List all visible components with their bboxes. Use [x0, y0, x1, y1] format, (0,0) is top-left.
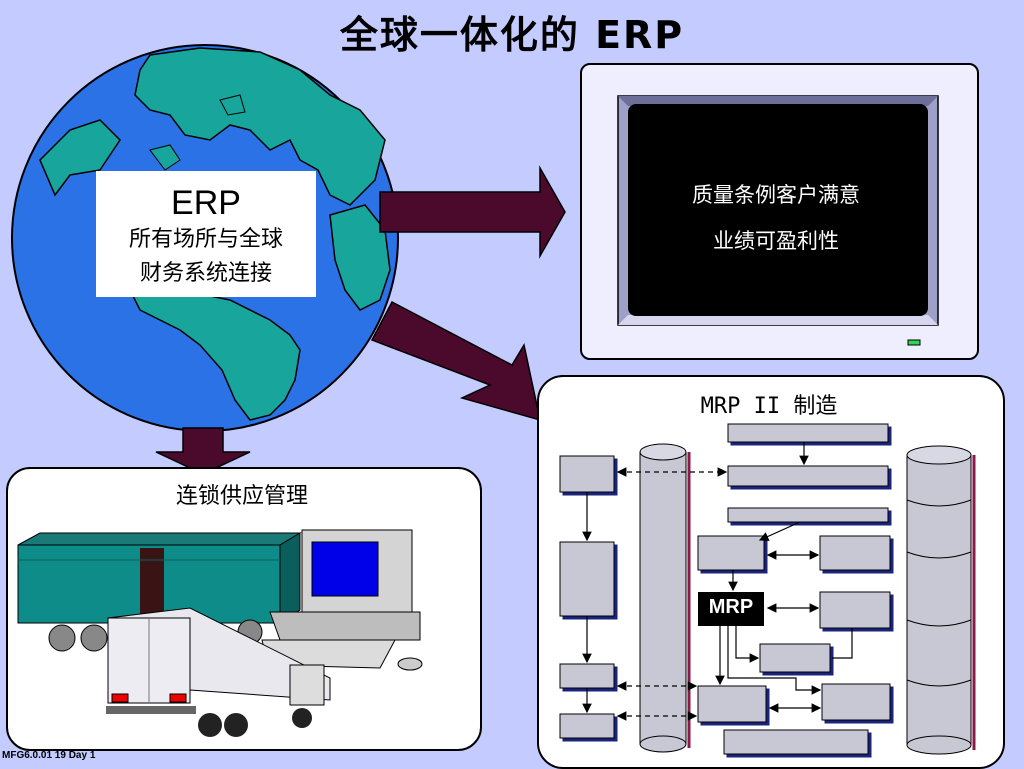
mrp-title: MRP II 制造: [700, 394, 838, 419]
monitor-line1: 质量条例客户满意: [692, 183, 860, 207]
mrp-box-label: MRP: [708, 596, 754, 618]
supply-chain-title: 连锁供应管理: [175, 484, 308, 509]
arrow-down-icon: [155, 427, 251, 475]
erp-line2: 财务系统连接: [139, 261, 272, 286]
erp-line1: 所有场所与全球: [128, 227, 283, 252]
slide-footer: MFG6.0.01 19 Day 1: [2, 750, 96, 761]
page-title: 全球一体化的 ERP: [339, 13, 685, 57]
monitor-line2: 业绩可盈利性: [713, 229, 839, 253]
monitor-text: 质量条例客户满意 业绩可盈利性: [630, 172, 922, 264]
arrow-to-monitor-icon: [379, 165, 566, 259]
erp-label-box: ERP 所有场所与全球 财务系统连接: [96, 171, 316, 297]
erp-heading: ERP: [171, 184, 241, 222]
mrp-panel: [537, 375, 1005, 769]
arrow-to-mrp-icon: [370, 300, 541, 422]
